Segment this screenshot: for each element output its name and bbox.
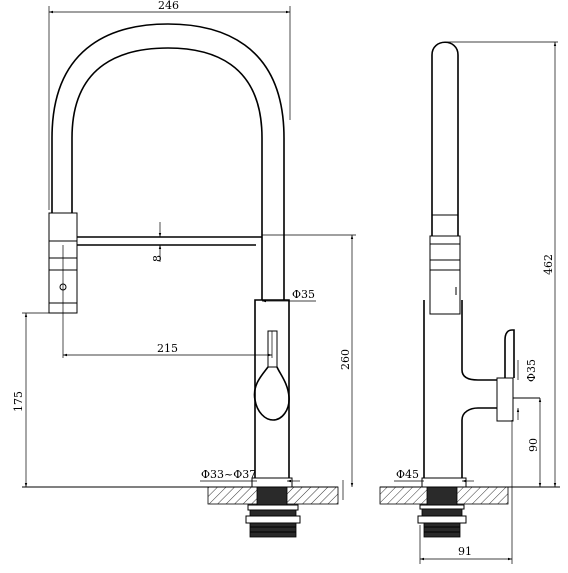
faucet-body-front — [254, 299, 290, 478]
dim-spout-reach: 215 — [62, 245, 273, 358]
dim-handle-diameter: Φ35 — [516, 359, 538, 420]
side-view: 462 Φ35 90 Φ45 91 — [379, 41, 560, 564]
dim-base-depth: 91 — [419, 420, 513, 564]
label-overall-width: 246 — [158, 0, 179, 12]
label-overall-height: 462 — [542, 254, 555, 275]
dim-handle-height: 90 — [527, 398, 542, 487]
label-base-diameter: Φ45 — [396, 468, 419, 481]
front-view: 246 8 215 Φ35 260 17 — [12, 0, 356, 538]
label-mount-hole: Φ33~Φ37 — [201, 468, 256, 481]
dim-body-diameter-front: Φ35 — [262, 288, 316, 303]
mounting-shank-side — [417, 482, 467, 538]
dim-spout-outlet-height: 175 — [12, 312, 60, 487]
dim-body-height: 260 — [262, 234, 356, 487]
base-ring-side — [421, 477, 467, 488]
label-spout-reach: 215 — [157, 342, 178, 355]
spray-head-side — [429, 41, 461, 315]
label-handle-height: 90 — [527, 438, 540, 452]
label-body-height: 260 — [339, 349, 352, 370]
mounting-shank-front — [245, 482, 301, 538]
dim-hose-gap: 8 — [151, 222, 164, 262]
dim-base-diameter: Φ45 — [394, 468, 474, 483]
handle-front — [253, 299, 290, 421]
faucet-body-side — [423, 300, 498, 478]
dim-mount-hole: Φ33~Φ37 — [200, 468, 300, 483]
label-base-depth: 91 — [458, 545, 472, 558]
label-handle-diameter: Φ35 — [525, 359, 538, 382]
label-body-diameter-front: Φ35 — [292, 288, 315, 301]
arc-spout-front — [71, 47, 263, 235]
handle-side — [496, 329, 540, 422]
label-hose-gap: 8 — [151, 255, 164, 262]
dim-overall-height: 462 — [445, 41, 558, 487]
base-ring-front — [251, 477, 293, 488]
label-spout-outlet-height: 175 — [12, 391, 25, 412]
dim-overall-width: 246 — [48, 0, 291, 210]
